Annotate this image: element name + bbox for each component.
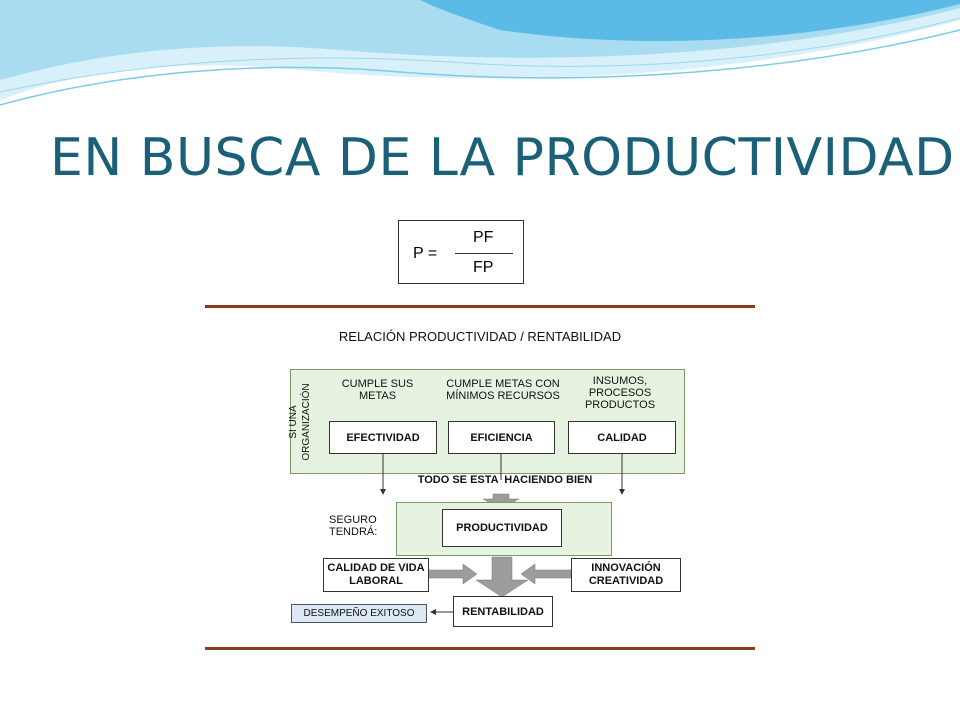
formula-numerator: PF	[473, 229, 494, 246]
diagram-heading: RELACIÓN PRODUCTIVIDAD / RENTABILIDAD	[338, 329, 622, 344]
col1-caption: CUMPLE SUS METAS	[341, 378, 414, 402]
todo-bien-label: TODO SE ESTA HACIENDO BIEN	[417, 474, 593, 486]
col3-caption: INSUMOS, PROCESOS PRODUCTOS	[584, 375, 656, 411]
productivity-diagram: P = PF FP RELACIÓN PRODUCTIVIDAD / RENTA…	[205, 212, 755, 652]
col2-caption: CUMPLE METAS CON MÍNIMOS RECURSOS	[446, 378, 560, 402]
calidad-box: CALIDAD	[568, 421, 676, 454]
eficiencia-box: EFICIENCIA	[448, 421, 555, 454]
fraction-bar	[455, 253, 513, 254]
productividad-box: PRODUCTIVIDAD	[442, 509, 562, 547]
formula-lhs: P =	[413, 245, 438, 262]
desempeno-box: DESEMPEÑO EXITOSO	[291, 604, 427, 623]
bottom-separator	[205, 647, 755, 650]
diagram-connectors	[380, 454, 625, 615]
efectividad-box: EFECTIVIDAD	[329, 421, 437, 454]
innovacion-box: INNOVACIÓN CREATIVIDAD	[571, 558, 681, 592]
formula-denominator: FP	[473, 259, 494, 276]
calidad-vida-box: CALIDAD DE VIDA LABORAL	[323, 558, 429, 592]
slide-title: EN BUSCA DE LA PRODUCTIVIDAD	[50, 128, 955, 188]
formula-box: P = PF FP	[398, 220, 524, 284]
header-wave-decoration	[0, 0, 960, 106]
rentabilidad-box: RENTABILIDAD	[453, 596, 553, 627]
seguro-label: SEGURO TENDRÁ:	[329, 514, 378, 538]
top-separator	[205, 305, 755, 308]
